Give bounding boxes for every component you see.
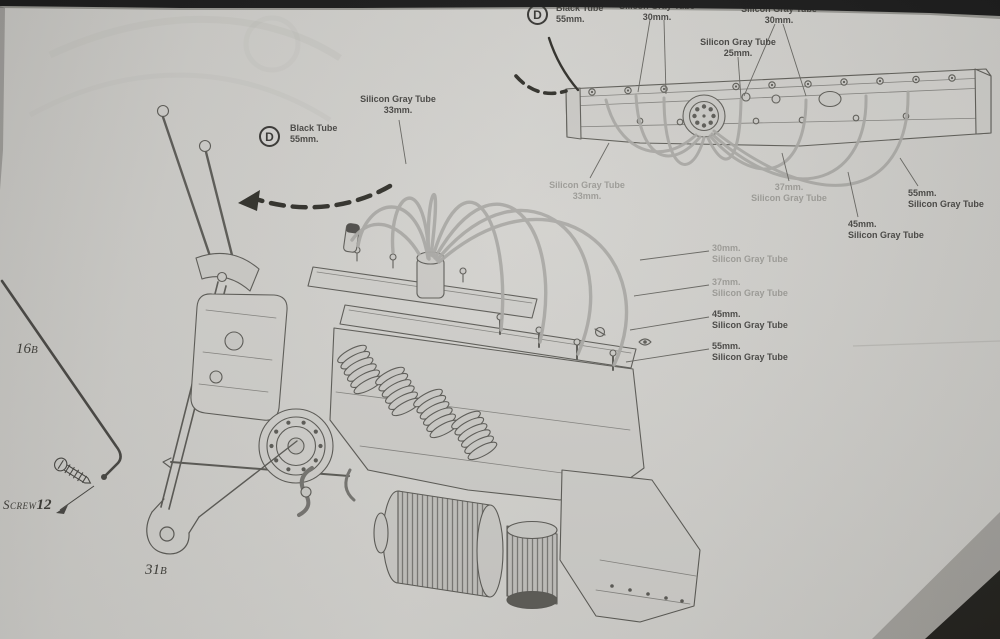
part-number: 31 [145, 562, 160, 578]
inset-label-30mm-a: Silicon Gray Tube 30mm. [619, 1, 695, 24]
label-line: 25mm. [723, 48, 753, 59]
label-line: Silicon Gray Tube [741, 4, 817, 14]
screw-12-drawing [54, 457, 95, 514]
screw-word: Screw [3, 497, 37, 512]
inset-label-30mm-b: Silicon Gray Tube 30mm. [741, 4, 817, 27]
label-line: Silicon Gray Tube [712, 320, 788, 331]
inset-black-tube-label: Black Tube 55mm. [556, 3, 603, 26]
label-line: 55mm. [290, 134, 319, 145]
label-line: Silicon Gray Tube [712, 352, 788, 363]
label-line: 55mm. [712, 341, 741, 351]
leader-lines [398, 19, 919, 363]
label-line: Black Tube [290, 123, 338, 133]
inset-label-37mm: 37mm. Silicon Gray Tube [751, 182, 827, 205]
label-line: 45mm. [712, 309, 741, 319]
label-line: 30mm. [712, 243, 741, 253]
label-line: Black Tube [556, 3, 604, 13]
part-suffix: B [31, 344, 38, 356]
part-label-screw-12: Screw12 [3, 497, 52, 514]
tube-list-item-37mm: 37mm. Silicon Gray Tube [712, 277, 788, 300]
part-label-31b: 31B [145, 562, 167, 579]
label-line: 55mm. [556, 14, 585, 25]
label-line: Silicon Gray Tube [712, 288, 788, 299]
inset-chassis-drawing [565, 68, 992, 147]
label-line: 30mm. [642, 12, 672, 23]
label-line: Silicon Gray Tube [751, 193, 827, 204]
clevis-31b [146, 440, 298, 555]
screw-number: 12 [36, 497, 52, 513]
spark-plug-wires [350, 193, 629, 367]
label-line: Silicon Gray Tube [700, 37, 776, 47]
inset-label-45mm: 45mm. Silicon Gray Tube [848, 219, 924, 242]
inset-label-33mm: Silicon Gray Tube 33mm. [549, 180, 625, 203]
tube-list-item-55mm: 55mm. Silicon Gray Tube [712, 341, 788, 364]
label-line: Silicon Gray Tube [848, 230, 924, 241]
rod-16b [0, 279, 122, 480]
tube-list-item-45mm: 45mm. Silicon Gray Tube [712, 309, 788, 332]
label-line: 37mm. [774, 182, 804, 192]
inset-gray-tubes [604, 90, 910, 187]
label-line: 33mm. [383, 105, 413, 116]
main-black-tube-label: Black Tube 55mm. [290, 123, 337, 146]
label-line: Silicon Gray Tube [908, 199, 984, 210]
main-label-33mm: Silicon Gray Tube 33mm. [360, 94, 436, 117]
d-marker-main: D [259, 126, 280, 147]
tube-list-item-30mm: 30mm. Silicon Gray Tube [712, 243, 788, 266]
label-line: 30mm. [764, 15, 794, 26]
label-line: Silicon Gray Tube [549, 180, 625, 190]
ghost-showthrough [28, 15, 1000, 347]
inset-label-25mm: Silicon Gray Tube 25mm. [700, 37, 776, 60]
main-engine-drawing [156, 104, 701, 623]
black-tube-route [238, 36, 580, 211]
label-line: Silicon Gray Tube [360, 94, 436, 104]
inset-label-55mm: 55mm. Silicon Gray Tube [908, 188, 984, 211]
label-line: Silicon Gray Tube [619, 1, 695, 11]
part-number: 16 [16, 341, 31, 357]
label-line: 37mm. [712, 277, 741, 287]
label-line: 45mm. [848, 219, 877, 229]
part-label-16b: 16B [16, 341, 38, 358]
part-suffix: B [160, 565, 167, 577]
d-marker-inset: D [527, 4, 548, 25]
label-line: Silicon Gray Tube [712, 254, 788, 265]
label-line: 33mm. [572, 191, 602, 202]
label-line: 55mm. [908, 188, 937, 198]
